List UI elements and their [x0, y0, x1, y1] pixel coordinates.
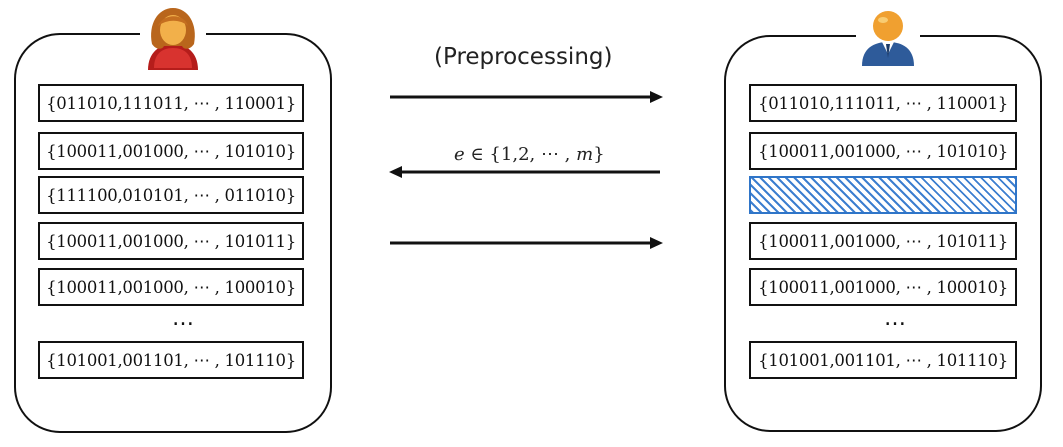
left-record-5: {100011,001000, ⋯ , 100010}	[38, 268, 304, 306]
challenge-m: m	[576, 144, 594, 165]
male-user-icon	[856, 4, 920, 68]
left-record-last: {101001,001101, ⋯ , 101110}	[38, 341, 304, 379]
left-record-4: {100011,001000, ⋯ , 101011}	[38, 222, 304, 260]
right-record-2: {100011,001000, ⋯ , 101010}	[749, 132, 1017, 170]
challenge-close: }	[593, 144, 605, 165]
right-record-5: {100011,001000, ⋯ , 100010}	[749, 268, 1017, 306]
arrow-right-response	[390, 237, 663, 249]
right-record-1: {011010,111011, ⋯ , 110001}	[749, 84, 1017, 122]
preprocessing-label: (Preprocessing)	[434, 44, 613, 70]
challenge-set: ∈ {1,2, ⋯ ,	[470, 144, 577, 165]
arrow-left-challenge	[389, 166, 660, 178]
left-record-2: {100011,001000, ⋯ , 101010}	[38, 132, 304, 170]
challenge-label: e ∈ {1,2, ⋯ , m}	[454, 144, 605, 165]
left-ellipsis: …	[172, 306, 195, 331]
right-record-last: {101001,001101, ⋯ , 101110}	[749, 341, 1017, 379]
female-user-icon	[140, 4, 206, 72]
challenge-var: e	[454, 144, 465, 165]
right-record-deleted	[749, 176, 1017, 214]
right-ellipsis: …	[884, 306, 907, 331]
left-record-1: {011010,111011, ⋯ , 110001}	[38, 84, 304, 122]
right-record-4: {100011,001000, ⋯ , 101011}	[749, 222, 1017, 260]
arrow-right-preprocessing	[390, 91, 663, 103]
left-record-3: {111100,010101, ⋯ , 011010}	[38, 176, 304, 214]
